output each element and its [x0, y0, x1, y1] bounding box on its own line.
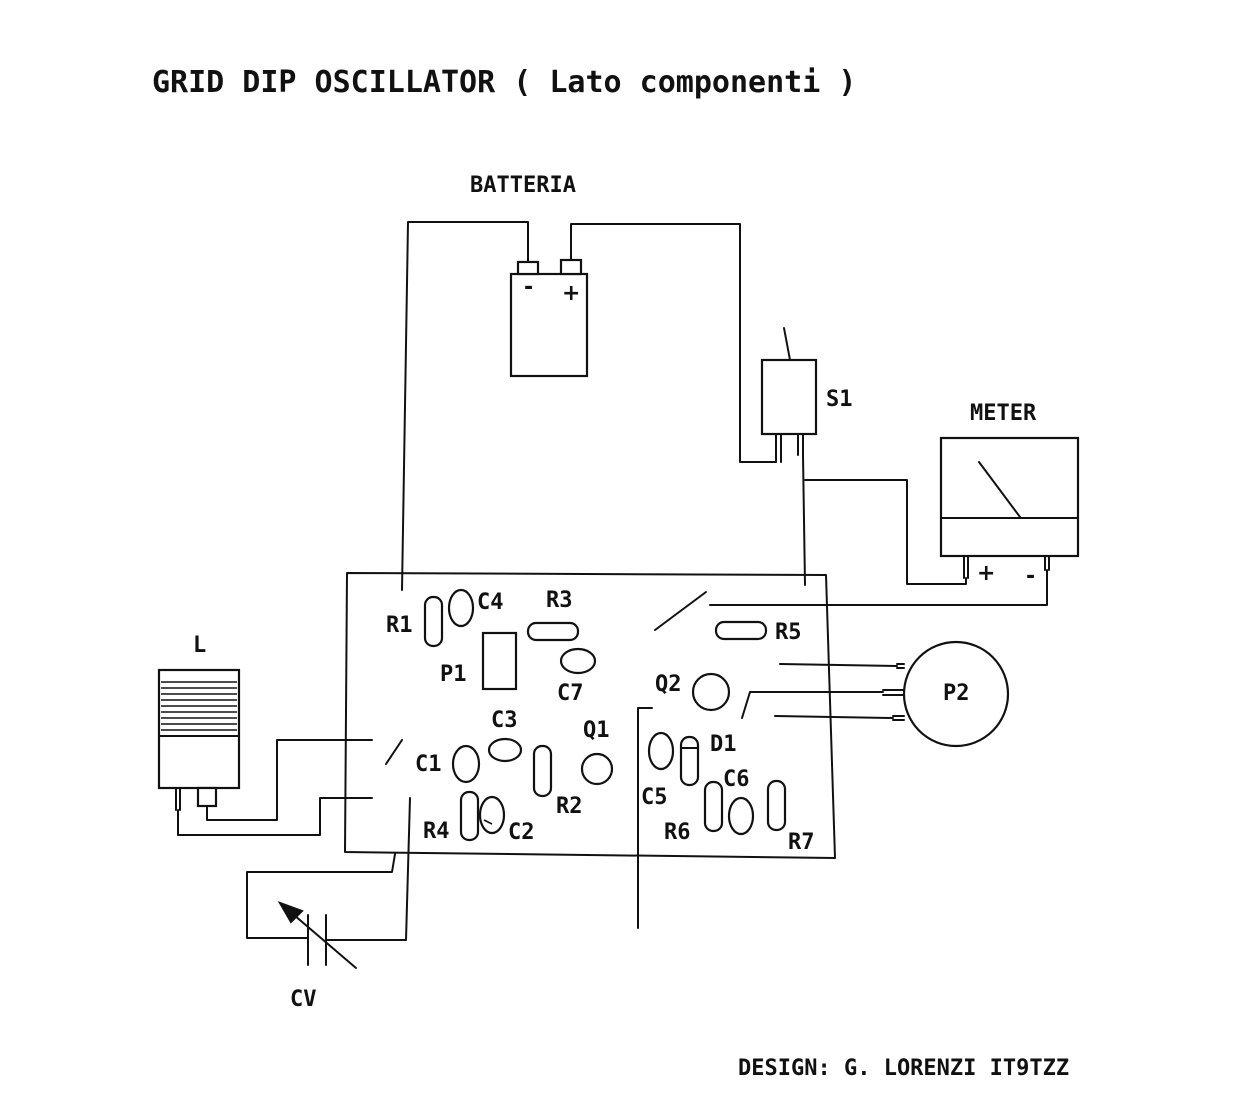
d1-diode: [679, 735, 700, 787]
r4-resistor: [459, 790, 480, 842]
battery-label: BATTERIA: [470, 173, 576, 198]
meter-body: [939, 436, 1080, 558]
r1-label: R1: [386, 613, 413, 638]
q2-label: Q2: [655, 672, 682, 697]
q1-transistor: [580, 752, 614, 786]
variable-capacitor-cv: CV: [277, 901, 357, 1012]
wire-cv-left: [246, 853, 396, 939]
p2-pins: [882, 663, 905, 721]
wiring: [177, 221, 1048, 941]
c6-label: C6: [723, 767, 750, 792]
switch-s1: S1: [760, 327, 853, 463]
c5-capacitor: [647, 731, 675, 771]
battery-positive-terminal: [559, 258, 583, 276]
design-credit: DESIGN: G. LORENZI IT9TZZ: [738, 1056, 1069, 1081]
board-trace-q2: [654, 591, 707, 631]
coil-label: L: [193, 633, 206, 658]
r4-label: R4: [423, 819, 450, 844]
board-outline: [344, 572, 836, 859]
cv-adjust-arrow-shaft: [293, 914, 357, 969]
d1-label: D1: [710, 732, 737, 757]
wire-ground-tail: [637, 707, 653, 929]
meter-pins: [963, 555, 1050, 579]
coil-body: [157, 668, 241, 790]
battery-plus-sign: +: [562, 281, 580, 306]
r2-resistor: [532, 744, 553, 798]
r7-label: R7: [788, 830, 815, 855]
wire-board-to-battery-negative: [401, 221, 529, 591]
r5-label: R5: [775, 620, 802, 645]
c1-capacitor: [451, 744, 481, 784]
r2-label: R2: [556, 794, 583, 819]
switch-body: [760, 358, 818, 436]
c2-capacitor: [478, 795, 506, 835]
c3-capacitor: [487, 737, 523, 763]
meter-plus-sign: +: [977, 561, 995, 586]
q1-label: Q1: [583, 718, 610, 743]
circuit-board: R1 C4 R3 R5 P1 C7 Q2 C3 Q1 C1 R2 C5: [344, 572, 836, 859]
p1-label: P1: [440, 662, 467, 687]
meter-minus-sign: -: [1026, 564, 1035, 589]
battery: BATTERIA - +: [470, 173, 589, 378]
c6-capacitor: [727, 796, 755, 836]
switch-label: S1: [826, 387, 853, 412]
cv-adjust-arrow-head: [277, 901, 304, 924]
r3-resistor: [526, 621, 580, 642]
c7-capacitor: [559, 647, 597, 675]
wire-p2-bottom: [774, 715, 894, 719]
wire-meter-minus-to-board: [709, 569, 1048, 606]
r6-resistor: [703, 780, 724, 833]
r6-label: R6: [664, 820, 691, 845]
r7-resistor: [766, 779, 787, 832]
coil-windings: [161, 681, 237, 731]
wire-p2-top: [779, 663, 898, 667]
wire-cv-right: [325, 797, 411, 941]
wire-battery-positive-to-switch: [570, 223, 777, 463]
c2-polarity-mark: [483, 819, 493, 825]
r1-resistor: [423, 595, 444, 648]
meter-label: METER: [970, 401, 1037, 426]
c4-label: C4: [477, 590, 504, 615]
p1-trimmer: [481, 631, 518, 691]
wire-coil-right: [206, 739, 373, 821]
switch-toggle-lever: [783, 327, 791, 361]
board-trace-left: [385, 739, 403, 765]
battery-minus-sign: -: [524, 275, 533, 300]
p2-label: P2: [943, 681, 970, 706]
wire-coil-left: [177, 797, 373, 836]
battery-negative-terminal: [516, 260, 540, 276]
coil-l: L: [157, 633, 241, 811]
c1-label: C1: [415, 752, 442, 777]
coil-pin-right: [196, 786, 218, 808]
r5-resistor: [714, 620, 768, 641]
potentiometer-p2: P2: [882, 640, 1010, 748]
c3-label: C3: [491, 708, 518, 733]
wire-p2-middle: [741, 691, 884, 719]
battery-body: [509, 272, 589, 378]
meter: METER + -: [939, 401, 1080, 589]
diagram-title: GRID DIP OSCILLATOR ( Lato componenti ): [152, 65, 856, 100]
c5-label: C5: [641, 785, 668, 810]
wire-switch-to-board: [802, 454, 806, 586]
q2-transistor: [691, 672, 731, 712]
meter-needle: [978, 461, 1021, 518]
c2-label: C2: [508, 820, 535, 845]
coil-pin-left: [175, 787, 181, 811]
c7-label: C7: [557, 681, 584, 706]
wire-switch-to-meter-plus: [804, 479, 967, 585]
c4-capacitor: [447, 588, 475, 628]
switch-pins: [775, 433, 804, 463]
cv-label: CV: [290, 987, 317, 1012]
r3-label: R3: [546, 588, 573, 613]
